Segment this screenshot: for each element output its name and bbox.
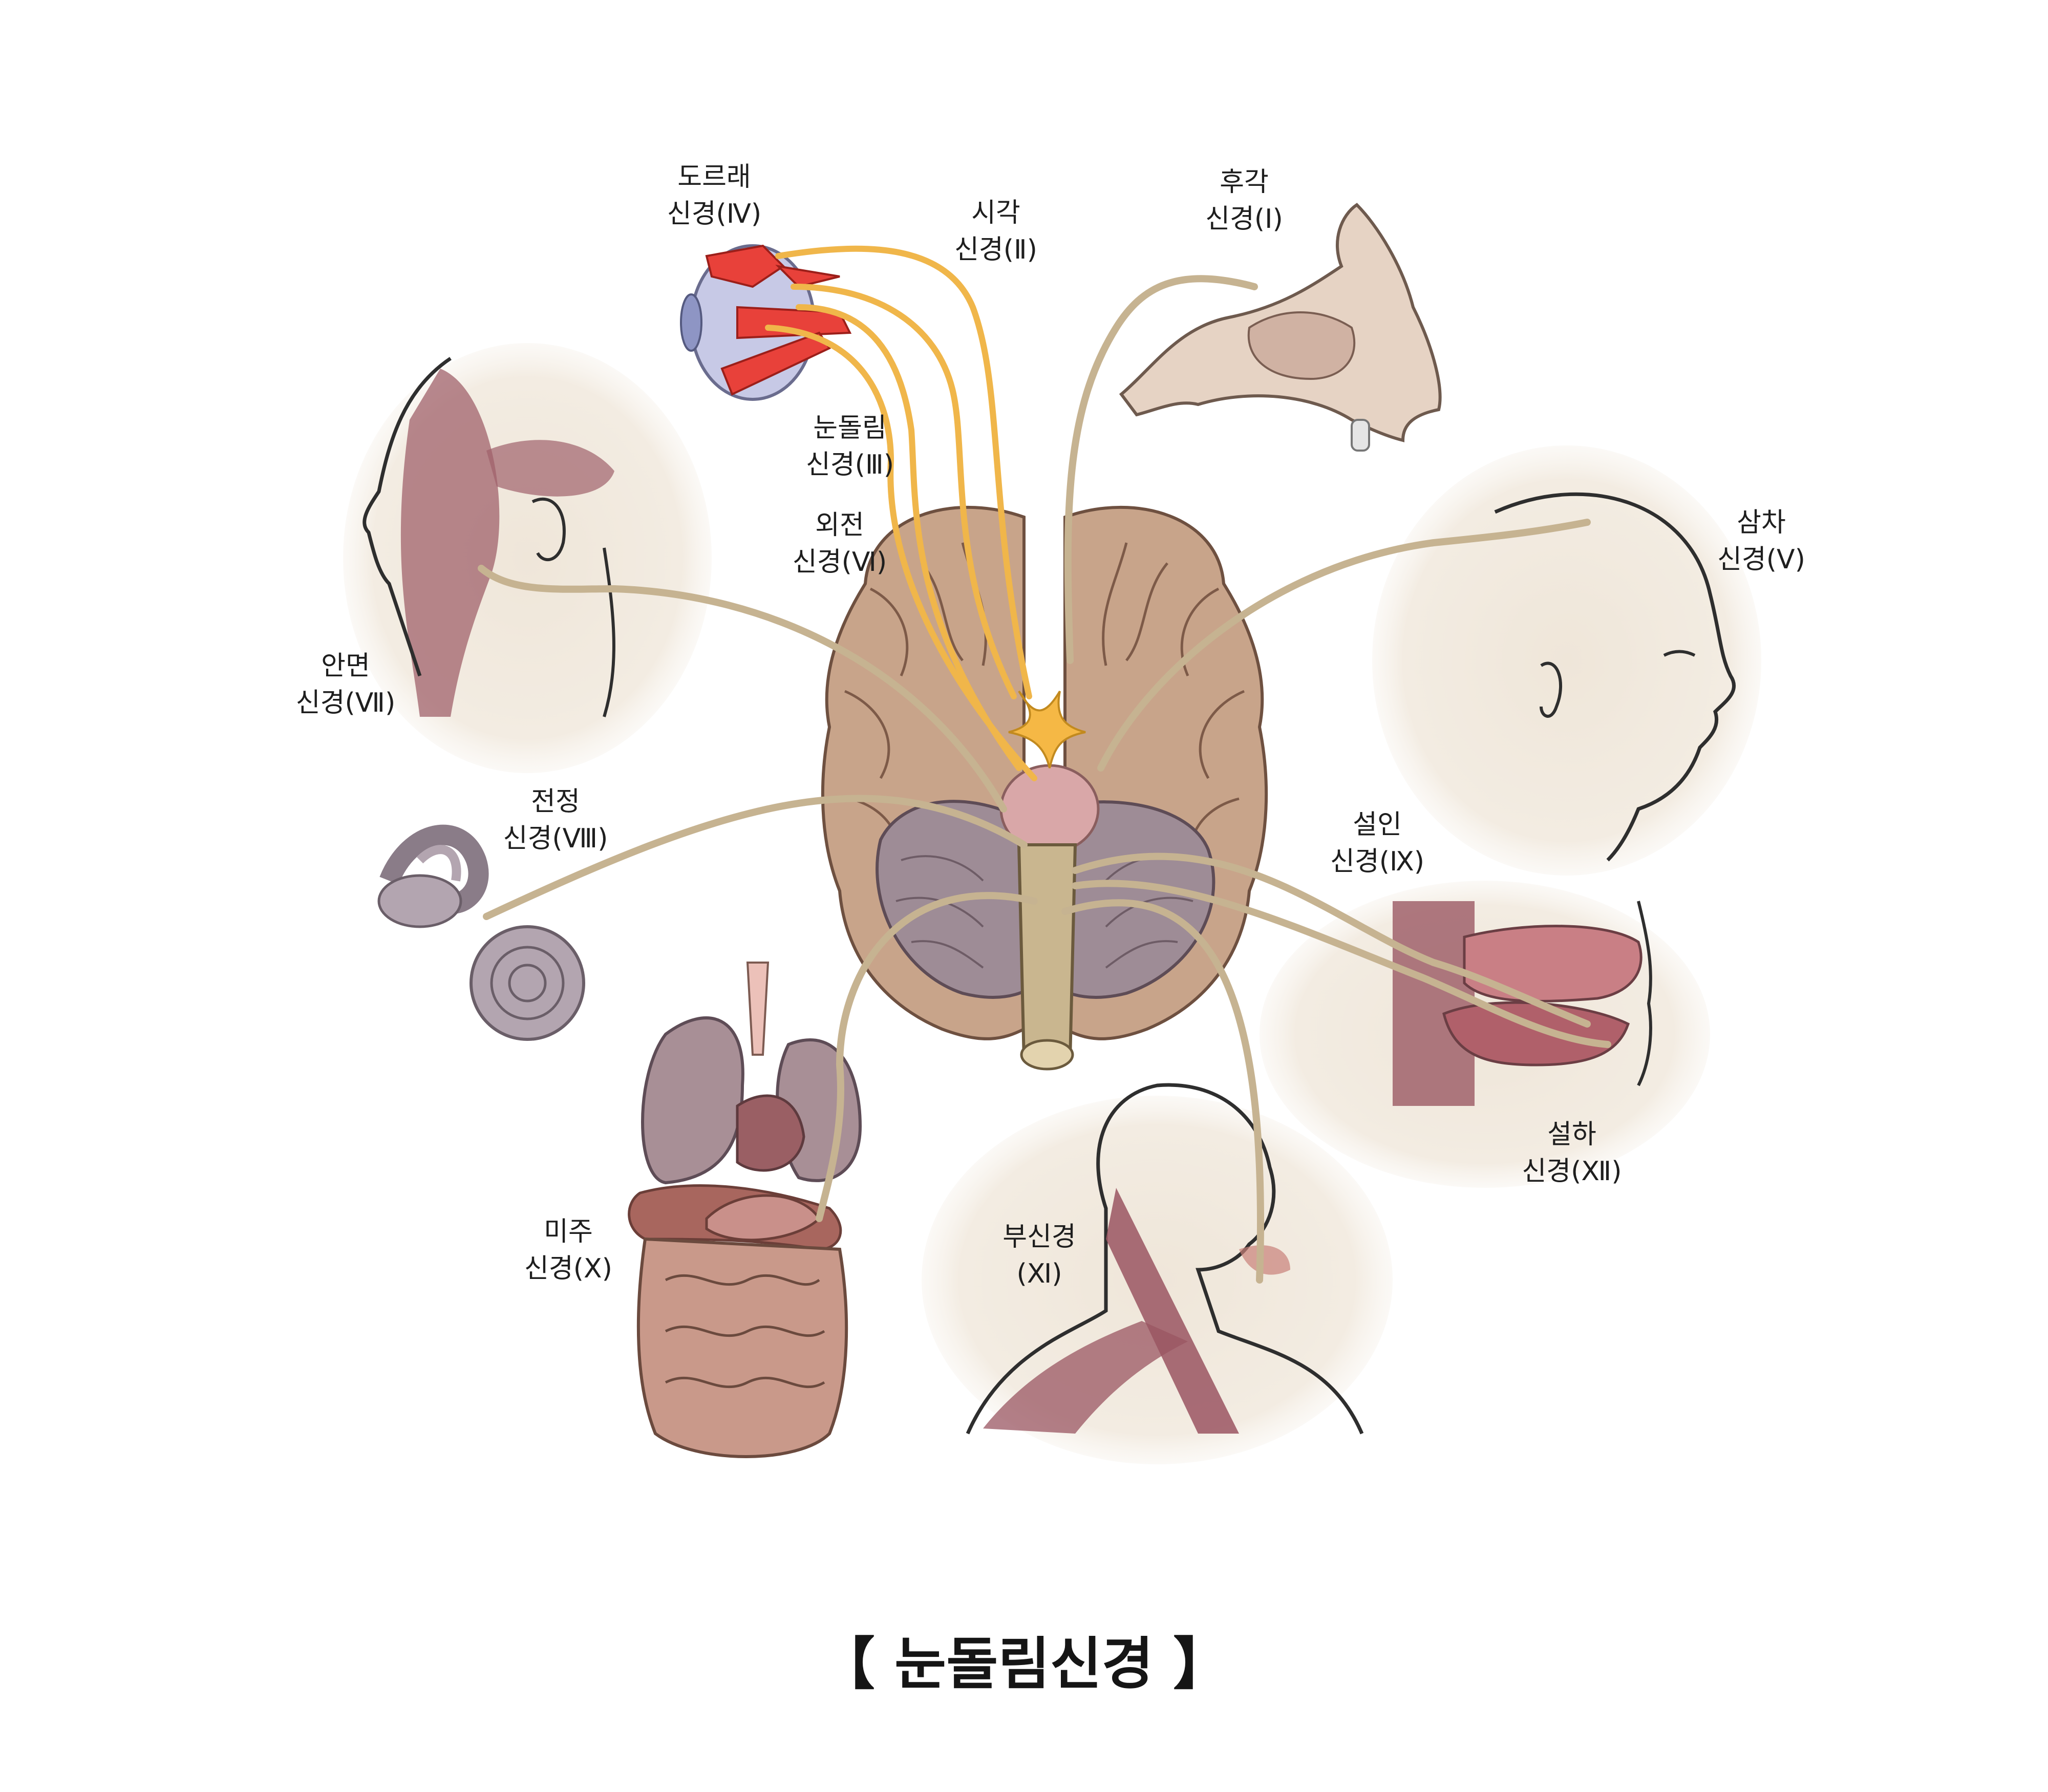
label-facial-line1: 안면 — [321, 651, 370, 681]
label-trochlear-nerve: 도르래 신경(Ⅳ) — [667, 159, 761, 232]
label-glossopharyngeal-line1: 설인 — [1353, 809, 1402, 840]
neck-shoulders — [922, 1083, 1393, 1464]
label-trigeminal-line1: 삼차 — [1737, 507, 1786, 538]
label-vagus-line2: 신경(Ⅹ) — [524, 1253, 612, 1284]
label-vestibular-line2: 신경(Ⅷ) — [503, 823, 608, 854]
label-olfactory-line1: 후각 — [1220, 167, 1269, 198]
label-vagus-line1: 미주 — [544, 1217, 593, 1247]
label-vagus-nerve: 미주 신경(Ⅹ) — [524, 1213, 612, 1287]
label-oculomotor-line2: 신경(Ⅲ) — [805, 450, 894, 480]
head-profile-left — [343, 343, 712, 773]
label-oculomotor-nerve: 눈돌림 신경(Ⅲ) — [806, 410, 894, 483]
label-accessory-line1: 부신경 — [1002, 1222, 1076, 1252]
label-accessory-nerve: 부신경 (Ⅺ) — [1002, 1219, 1076, 1292]
label-facial-line2: 신경(Ⅶ) — [295, 688, 396, 718]
diagram-title: 【 눈돌림신경 】 — [818, 1631, 1230, 1697]
cranial-nerve-fibers — [478, 275, 1611, 1284]
label-oculomotor-line1: 눈돌림 — [813, 413, 887, 443]
optic-oculomotor-nerve-fibers — [765, 245, 1037, 781]
label-accessory-line2: (Ⅺ) — [1016, 1258, 1062, 1289]
label-trigeminal-nerve: 삼차 신경(Ⅴ) — [1717, 504, 1805, 578]
brain — [821, 505, 1268, 1071]
label-olfactory-line2: 신경(Ⅰ) — [1205, 204, 1283, 234]
inner-ear — [377, 824, 585, 1041]
label-optic-line1: 시각 — [971, 198, 1020, 228]
label-optic-nerve: 시각 신경(Ⅱ) — [954, 195, 1037, 268]
label-trigeminal-line2: 신경(Ⅴ) — [1717, 544, 1805, 575]
label-hypoglossal-line2: 신경(Ⅻ) — [1522, 1156, 1622, 1187]
label-vestibular-line1: 전정 — [531, 786, 580, 817]
label-trochlear-line2: 신경(Ⅳ) — [667, 199, 762, 229]
label-abducens-line2: 신경(Ⅵ) — [792, 547, 887, 578]
nasal-cavity — [1119, 203, 1442, 452]
label-hypoglossal-line1: 설하 — [1547, 1119, 1596, 1150]
label-glossopharyngeal-line2: 신경(Ⅸ) — [1330, 846, 1424, 877]
label-hypoglossal-nerve: 설하 신경(Ⅻ) — [1522, 1116, 1622, 1190]
label-glossopharyngeal-nerve: 설인 신경(Ⅸ) — [1330, 806, 1424, 880]
label-abducens-nerve: 외전 신경(Ⅵ) — [793, 507, 887, 581]
oral-cavity — [1260, 881, 1710, 1188]
label-optic-line2: 신경(Ⅱ) — [954, 234, 1037, 265]
label-olfactory-nerve: 후각 신경(Ⅰ) — [1205, 164, 1283, 238]
head-profile-right — [1372, 445, 1761, 876]
label-abducens-line1: 외전 — [815, 510, 864, 541]
label-vestibular-nerve: 전정 신경(Ⅷ) — [503, 783, 608, 857]
thoracic-abdominal-organs — [628, 962, 862, 1458]
label-facial-nerve: 안면 신경(Ⅶ) — [296, 648, 395, 721]
eyeball-with-muscles — [680, 244, 852, 401]
label-trochlear-line1: 도르래 — [677, 162, 751, 193]
